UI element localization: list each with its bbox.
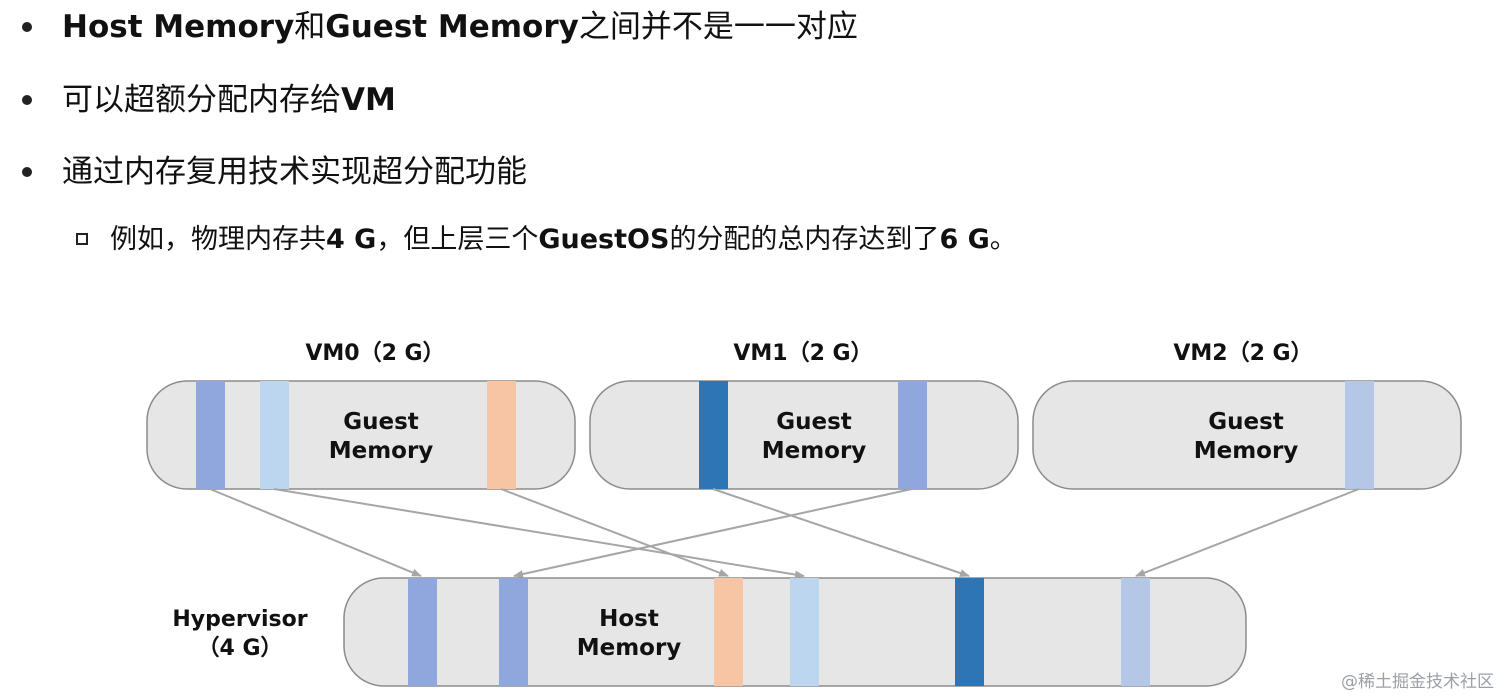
vm1-guest-memory-box	[589, 380, 1019, 490]
sub-bullet-p3: ，但上层三个	[376, 224, 539, 255]
hypervisor-label-line1: Hypervisor	[172, 607, 307, 632]
host-block-paleblue	[1121, 578, 1150, 686]
sub-bullet-p1: 例如，物理内存共	[110, 224, 326, 255]
sub-bullet-text: 例如，物理内存共4 G，但上层三个GuestOS的分配的总内存达到了6 G。	[110, 226, 1017, 253]
bullet-1-text: Host Memory和Guest Memory之间并不是一一对应	[62, 12, 858, 43]
sub-bullet-p2: 4 G	[326, 224, 377, 255]
bullet-1-connector: 和	[294, 9, 326, 45]
arrow-vm0-peach-to-host	[500, 488, 729, 577]
host-block-peach	[714, 578, 743, 686]
vm1-title: VM1（2 G）	[733, 341, 872, 366]
sub-bullet-square	[76, 233, 88, 245]
vm0-block-lightblue	[260, 381, 289, 489]
bullet-3-main: 通过内存复用技术实现超分配功能	[62, 154, 527, 190]
sub-bullet-p6: 6 G	[939, 224, 990, 255]
hypervisor-label-line2: （4 G）	[197, 636, 282, 661]
host-block-periwinkle-2	[499, 578, 528, 686]
bullet-2-vm: VM	[341, 82, 396, 118]
host-memory-label-line1: Host	[599, 606, 659, 632]
bullet-dot-2	[22, 95, 32, 105]
bullet-3-text: 通过内存复用技术实现超分配功能	[62, 157, 527, 188]
vm2-block-paleblue	[1345, 381, 1374, 489]
vm0-guest-label-line1: Guest	[343, 409, 419, 435]
bullet-2-main: 可以超额分配内存给	[62, 82, 341, 118]
bullet-1-tail: 之间并不是一一对应	[578, 9, 858, 45]
sub-bullet-p5: 的分配的总内存达到了	[669, 224, 940, 255]
vm2-guest-label-line2: Memory	[1194, 438, 1299, 464]
vm1-guest-label-line1: Guest	[776, 409, 852, 435]
vm0-guest-label-line2: Memory	[329, 438, 434, 464]
vm0-block-periwinkle	[196, 381, 225, 489]
bullet-dot-3	[22, 167, 32, 177]
host-block-periwinkle-1	[408, 578, 437, 686]
arrow-vm0-lightblue-to-host	[273, 488, 805, 579]
arrow-vm2-paleblue-to-host	[1135, 488, 1360, 577]
vm0-block-peach	[487, 381, 516, 489]
sub-bullet-p7: 。	[989, 224, 1017, 255]
vm1-block-darkblue	[699, 381, 728, 489]
bullet-1-host-memory: Host Memory	[62, 9, 295, 45]
host-memory-label-line2: Memory	[577, 635, 682, 661]
vm1-block-periwinkle	[898, 381, 927, 489]
bullet-2-text: 可以超额分配内存给VM	[62, 85, 396, 116]
bullet-1-guest-memory: Guest Memory	[325, 9, 579, 45]
host-block-darkblue	[955, 578, 984, 686]
bullet-dot-1	[22, 22, 32, 32]
sub-bullet-p4: GuestOS	[538, 224, 670, 255]
watermark: @稀土掘金技术社区	[1341, 672, 1494, 692]
vm1-guest-label-line2: Memory	[762, 438, 867, 464]
vm2-guest-label-line1: Guest	[1208, 409, 1284, 435]
host-block-lightblue	[790, 578, 819, 686]
vm2-title: VM2（2 G）	[1173, 341, 1312, 366]
vm0-title: VM0（2 G）	[305, 341, 444, 366]
vm0-guest-memory-box	[146, 380, 576, 490]
arrow-vm1-periwinkle-to-host	[513, 488, 913, 578]
vm2-guest-memory-box	[1032, 380, 1462, 490]
arrow-vm0-periwinkle-to-host	[209, 488, 422, 577]
arrow-vm1-darkblue-to-host	[712, 488, 970, 577]
